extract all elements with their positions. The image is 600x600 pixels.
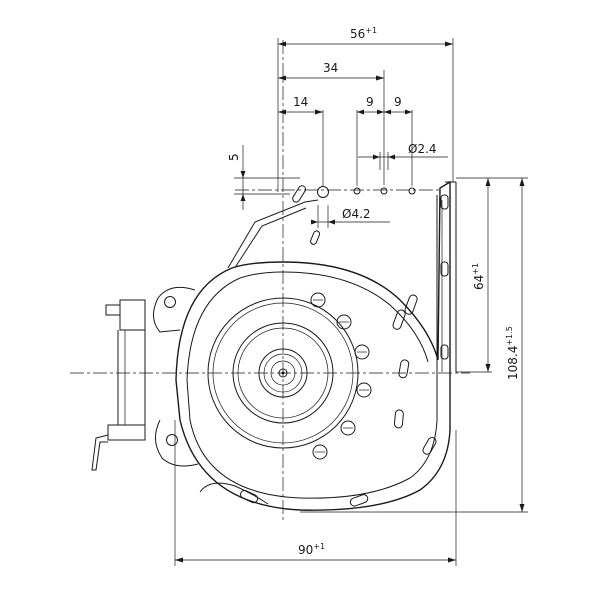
dim-64-label: 64+1 — [471, 263, 486, 290]
center-lines — [70, 40, 470, 520]
left-mount — [91, 286, 199, 471]
dim-9b-label: 9 — [394, 95, 402, 109]
dimension-labels: 56+1 34 14 9 9 Ø2.4 Ø4.2 5 64+1 108.4+1.… — [227, 26, 520, 557]
dim-5-label: 5 — [227, 153, 241, 161]
reference-holes — [353, 187, 416, 195]
dim-56-label: 56+1 — [350, 26, 377, 41]
dimension-lines — [174, 38, 528, 566]
motor-assembly — [207, 292, 418, 460]
dim-34-label: 34 — [323, 61, 338, 75]
blower-housing — [175, 180, 457, 511]
dim-dia-2-4-label: Ø2.4 — [408, 142, 437, 156]
dim-90-label: 90+1 — [298, 542, 325, 557]
dim-14-label: 14 — [293, 95, 308, 109]
dim-108-4-label: 108.4+1.5 — [505, 326, 520, 380]
dim-9a-label: 9 — [366, 95, 374, 109]
bottom-clip — [199, 482, 269, 505]
dim-dia-4-2-label: Ø4.2 — [342, 207, 371, 221]
